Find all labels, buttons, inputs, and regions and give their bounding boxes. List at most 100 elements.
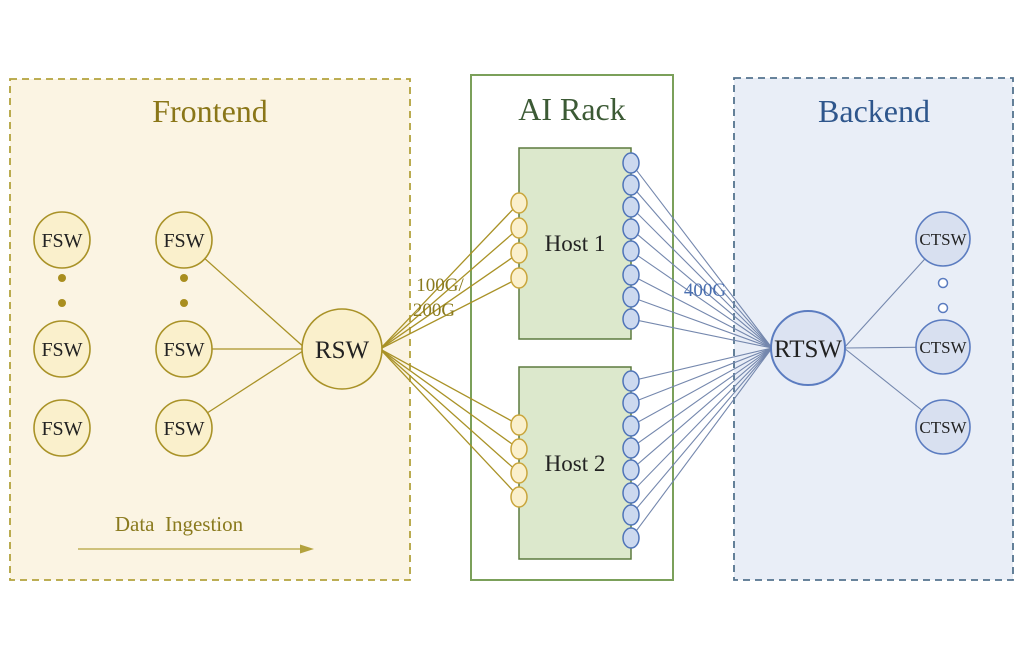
fsw-circle: [33, 211, 91, 269]
fsw-circle: [155, 320, 213, 378]
host1-rect: [518, 147, 632, 340]
nic-port: [622, 415, 640, 437]
link-host2-rtsw: [630, 347, 773, 494]
link-host1-rtsw: [630, 318, 773, 349]
ellipsis-dot: [180, 274, 188, 282]
link-host2-rtsw: [630, 347, 773, 404]
ctsw-label: CTSW: [919, 230, 967, 249]
nic-port: [510, 267, 528, 289]
fsw-node: FSW: [33, 399, 91, 457]
link-host1-rtsw: [630, 274, 773, 349]
link-host2-rtsw: [630, 347, 773, 516]
nic-port: [622, 370, 640, 392]
ai-rack-title: AI Rack: [518, 91, 626, 127]
fsw-circle: [33, 399, 91, 457]
frontend-column-ellipsis: [58, 274, 188, 307]
nic-port: [510, 414, 528, 436]
host1-left-ports: [510, 192, 528, 289]
link-speed-label-400g: 400G: [684, 280, 727, 301]
ctsw-circle: [915, 211, 971, 267]
link-host2-rtsw: [630, 347, 773, 539]
fsw-label: FSW: [163, 418, 204, 440]
nic-port: [622, 459, 640, 481]
ctsw-node: CTSW: [915, 399, 971, 455]
link-rsw-host1: [379, 227, 520, 350]
nic-port: [622, 286, 640, 308]
fsw-label: FSW: [41, 230, 82, 252]
nic-port: [622, 392, 640, 414]
nic-port: [622, 308, 640, 330]
link-host1-rtsw: [630, 206, 773, 349]
nic-port: [510, 192, 528, 214]
nic-port: [622, 174, 640, 196]
fsw-node: FSW: [33, 211, 91, 269]
backend-title: Backend: [818, 93, 930, 129]
nic-port: [510, 462, 528, 484]
link-host2-rtsw: [630, 347, 773, 382]
link-rsw-host1: [379, 277, 520, 350]
rsw-label: RSW: [315, 337, 370, 364]
fsw-label: FSW: [163, 339, 204, 361]
rsw-circle: [301, 308, 383, 390]
rtsw-node: RTSW: [770, 310, 846, 386]
frontend-title: Frontend: [152, 93, 268, 129]
link-rsw-host2: [379, 348, 520, 426]
link-rsw-host2: [379, 348, 520, 474]
rtsw-circle: [770, 310, 846, 386]
link-host1-rtsw: [630, 228, 773, 349]
link-host2-rtsw: [630, 347, 773, 427]
host2-box: Host 2: [518, 366, 632, 560]
nic-port: [622, 240, 640, 262]
host1-right-ports: [622, 152, 640, 330]
ellipsis-dot: [937, 302, 949, 314]
link-rsw-host1: [379, 252, 520, 350]
fsw-node: FSW: [155, 320, 213, 378]
link-host1-rtsw: [630, 296, 773, 349]
nic-port: [622, 482, 640, 504]
ctsw-node: CTSW: [915, 319, 971, 375]
link-rsw-host2: [379, 348, 520, 498]
nic-port: [510, 242, 528, 264]
fsw-label: FSW: [41, 339, 82, 361]
nic-port: [510, 217, 528, 239]
ctsw-label: CTSW: [919, 418, 967, 437]
link-rsw-host1: [379, 202, 520, 350]
fsw-label: FSW: [163, 230, 204, 252]
fsw-circle: [33, 320, 91, 378]
data-ingestion-label: Data Ingestion: [115, 512, 244, 536]
fsw-node: FSW: [155, 211, 213, 269]
nic-port: [622, 437, 640, 459]
fsw-node: FSW: [33, 320, 91, 378]
ellipsis-dot: [937, 277, 949, 289]
nic-port: [622, 152, 640, 174]
ctsw-circle: [915, 399, 971, 455]
rtsw-label: RTSW: [774, 336, 842, 363]
ellipsis-dot: [58, 274, 66, 282]
link-speed-label-200g: 200G: [413, 300, 456, 321]
backend-column-ellipsis: [937, 277, 949, 314]
link-rsw-host2: [379, 348, 520, 450]
data-ingestion-arrowhead-icon: [300, 544, 314, 554]
nic-port: [622, 218, 640, 240]
host2-label: Host 2: [545, 451, 606, 476]
ellipsis-dot: [58, 299, 66, 307]
ctsw-label: CTSW: [919, 338, 967, 357]
host1-box: Host 1: [518, 147, 632, 340]
fsw-node: FSW: [155, 399, 213, 457]
nic-port: [510, 486, 528, 508]
link-host1-rtsw: [630, 250, 773, 349]
fsw-circle: [155, 211, 213, 269]
link-host1-rtsw: [630, 162, 773, 349]
link-host1-rtsw: [630, 184, 773, 349]
rsw-node: RSW: [301, 308, 383, 390]
host2-left-ports: [510, 414, 528, 508]
nic-port: [622, 527, 640, 549]
ctsw-node: CTSW: [915, 211, 971, 267]
nic-port: [622, 264, 640, 286]
nic-port: [622, 196, 640, 218]
link-host2-rtsw: [630, 347, 773, 449]
ellipsis-dot: [180, 299, 188, 307]
data-ingestion-annotation: Data Ingestion: [78, 512, 314, 554]
nic-port: [510, 438, 528, 460]
